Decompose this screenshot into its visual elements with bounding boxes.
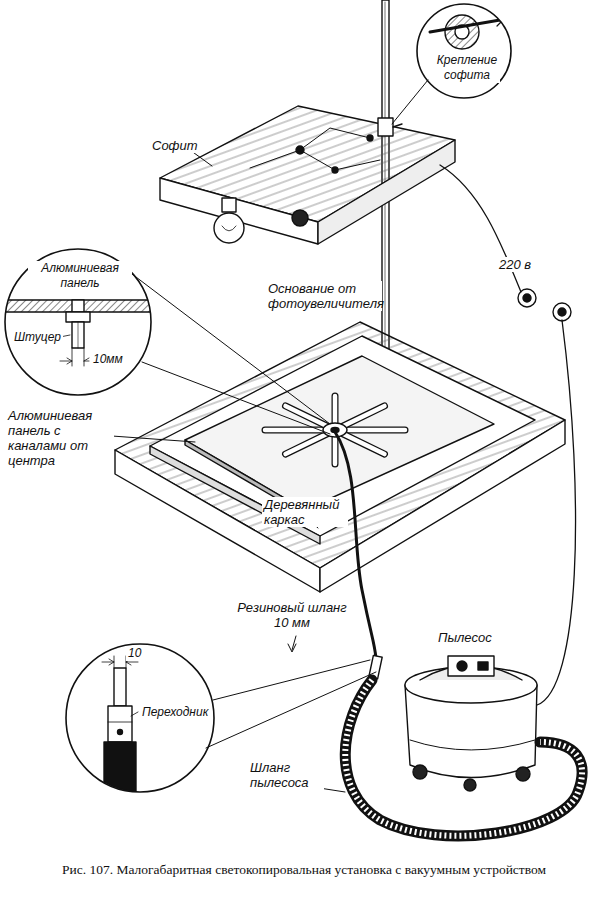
- detail-callout: Алюминиевая панельШтуцер 10мм: [4, 248, 152, 396]
- drawing-stroke: [222, 198, 236, 212]
- part-label: Резиновый шланг 10 мм: [232, 600, 352, 630]
- adapter-detail: [102, 656, 138, 802]
- drawing-stroke: [104, 742, 136, 802]
- part-label: Софит: [150, 138, 200, 153]
- callout-label: 10мм: [91, 352, 125, 367]
- drawing-stroke: [114, 668, 126, 706]
- part-label: Основание от фотоувеличителя: [266, 281, 382, 311]
- vacuum-cleaner: [405, 656, 537, 791]
- soffit: [160, 106, 455, 244]
- callout-circle: [66, 644, 214, 792]
- part-label: Шланг пылесоса: [248, 760, 324, 790]
- callout-label: Алюминиевая панель: [28, 261, 132, 291]
- figure-caption: Рис. 107. Малогабаритная светокопироваль…: [62, 862, 562, 878]
- drawing-stroke: [78, 322, 79, 348]
- leader-line: [142, 362, 330, 434]
- drawing-stroke: [457, 661, 467, 671]
- drawing-stroke: [108, 706, 132, 742]
- fitting-detail: [0, 300, 160, 366]
- leader-line: [392, 80, 428, 124]
- mount-detail: [430, 12, 505, 49]
- drawing-stroke: [430, 20, 500, 32]
- drawing-stroke: [393, 124, 402, 127]
- detail-callout: Крепление софита: [416, 3, 512, 99]
- callout-label: Штуцер: [12, 330, 63, 345]
- part-label: Деревянный каркас: [262, 497, 348, 527]
- drawing-stroke: [523, 294, 531, 302]
- part-label: Алюминиевая панель с каналами от центра: [6, 408, 114, 468]
- drawing-stroke: [0, 0, 582, 836]
- drawing-stroke: [131, 712, 138, 716]
- soffit-clamp: [378, 118, 393, 136]
- callout-circle: [5, 249, 151, 395]
- drawing-stroke: [495, 12, 505, 26]
- drawing-stroke: [445, 15, 479, 49]
- drawing-stroke: [60, 358, 89, 364]
- drawing-stroke: [367, 135, 373, 141]
- radial-channels: [265, 396, 405, 464]
- power-cable: [440, 165, 521, 292]
- drawing-stroke: [214, 213, 244, 243]
- drawing-stroke: [516, 767, 530, 781]
- mains-socket: [518, 289, 571, 321]
- drawing-stroke: [160, 178, 318, 244]
- drawing-stroke: [296, 146, 304, 154]
- drawing-stroke: [345, 680, 582, 836]
- callout-circle: [417, 4, 511, 98]
- callout-outline: [416, 3, 512, 99]
- detail-callout: 10Переходник: [65, 643, 215, 793]
- drawing-stroke: [185, 356, 494, 510]
- drawing-stroke: [66, 312, 90, 322]
- drawing-stroke: [292, 210, 308, 226]
- part-label: 220 в: [497, 257, 533, 272]
- enlarger-base: [115, 322, 565, 592]
- leader-line: [206, 672, 376, 748]
- drawing-stroke: [0, 300, 160, 312]
- drawing-stroke: [150, 336, 535, 536]
- wooden-frame: [150, 336, 535, 544]
- leader-line: [288, 636, 296, 652]
- vacuum-hose: [345, 680, 582, 836]
- drawing-stroke: [553, 303, 571, 321]
- aluminium-panel: [185, 356, 494, 515]
- drawing-stroke: [115, 322, 565, 568]
- callout-label: Крепление софита: [434, 53, 500, 83]
- leader-line: [213, 660, 370, 700]
- power-cable: [537, 320, 576, 705]
- callout-label: Переходник: [140, 705, 210, 720]
- drawing-stroke: [318, 140, 455, 244]
- drawing-stroke: [72, 348, 73, 366]
- drawing-stroke: [332, 167, 338, 173]
- drawing-stroke: [558, 308, 566, 316]
- drawing-stroke: [413, 765, 427, 779]
- drawing-stroke: [250, 128, 380, 170]
- drawing-stroke: [478, 662, 488, 670]
- drawing-stroke: [108, 722, 132, 723]
- drawing-stroke: [410, 740, 535, 750]
- part-label: Пылесос: [436, 630, 494, 645]
- drawing-stroke: [222, 226, 236, 231]
- drawing-stroke: [448, 656, 494, 676]
- drawing-stroke: [72, 322, 84, 348]
- drawing-stroke: [72, 300, 84, 312]
- drawing-stroke: [84, 348, 85, 366]
- leader-line: [112, 436, 195, 442]
- callout-label: 10: [126, 646, 143, 661]
- drawing-stroke: [323, 423, 347, 437]
- drawing-stroke: [464, 779, 476, 791]
- drawing-stroke: [118, 730, 123, 735]
